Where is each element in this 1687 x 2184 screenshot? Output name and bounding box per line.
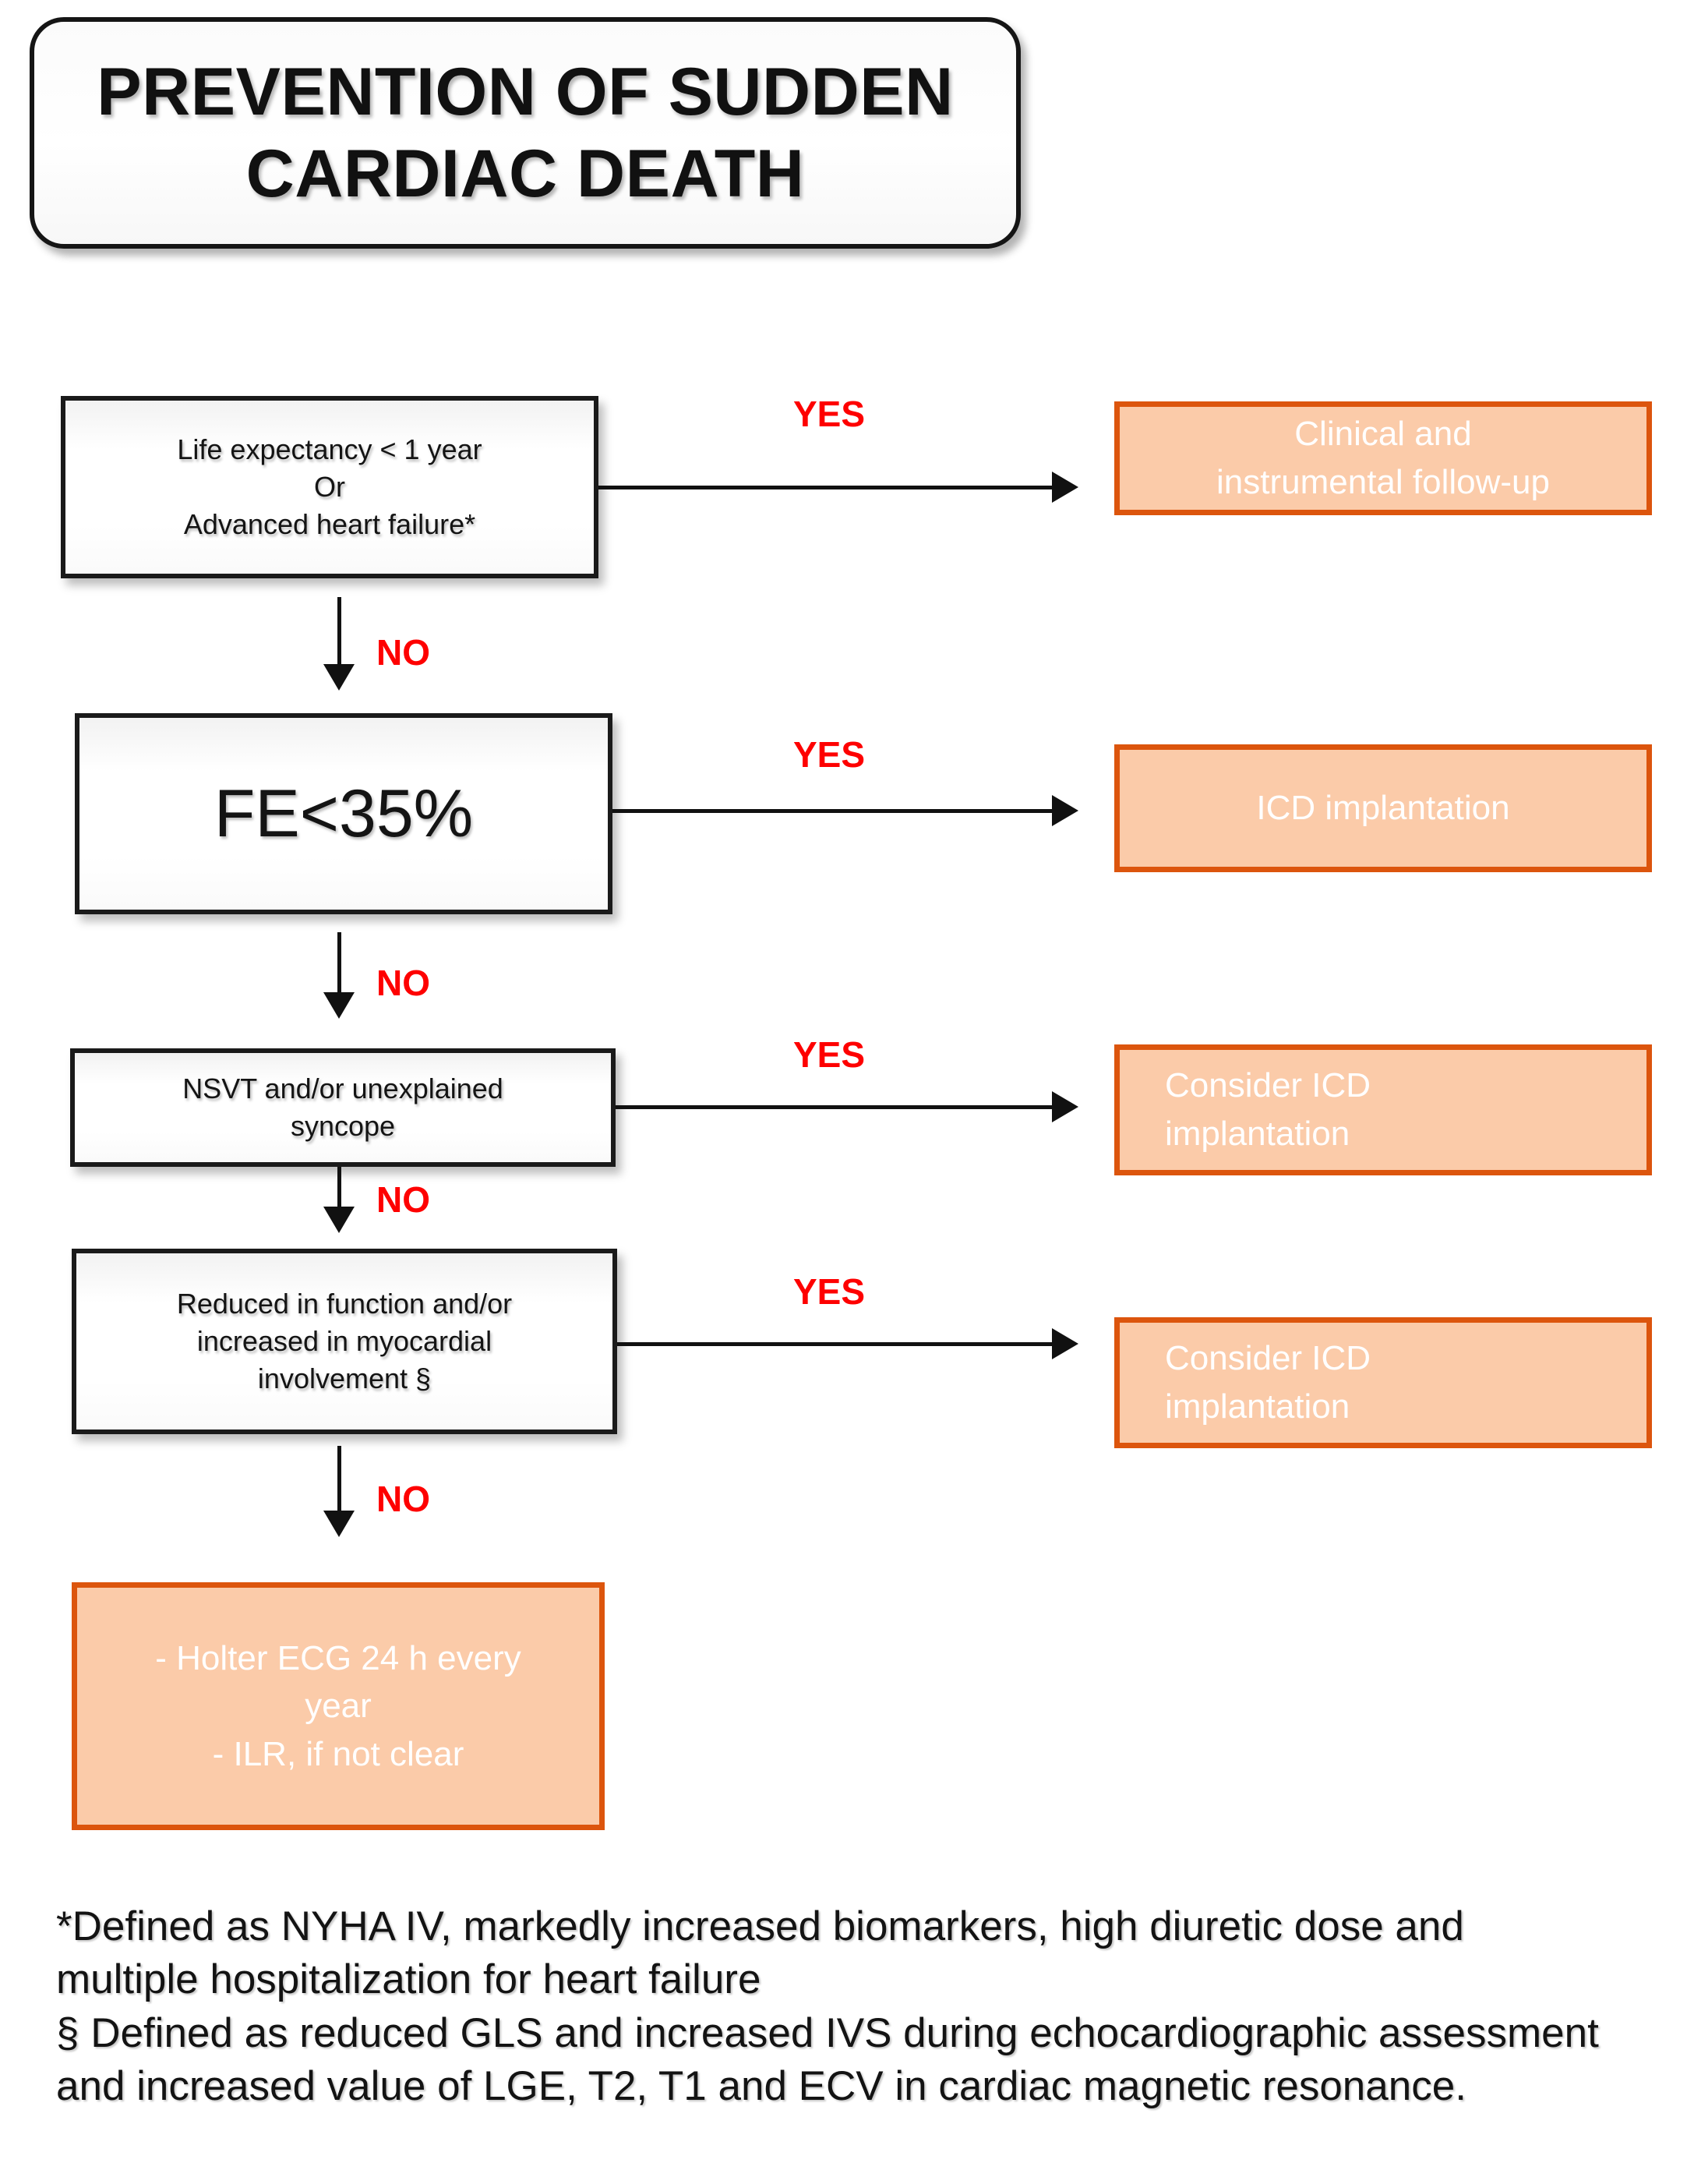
connector-no-arrowhead-1 (323, 664, 355, 691)
connector-yes-arrowhead-3 (1052, 1091, 1078, 1122)
connector-yes-line-4 (617, 1342, 1057, 1346)
decision-label-myocardial-involvement: Reduced in function and/or increased in … (176, 1288, 513, 1394)
branch-label-yes-3: YES (793, 1034, 866, 1075)
connector-yes-arrowhead-2 (1052, 795, 1078, 826)
outcome-label-consider-icd-2: Consider ICD implantation (1165, 1339, 1371, 1426)
page-title-box: PREVENTION OF SUDDEN CARDIAC DEATH (30, 17, 1021, 249)
footnote-asterisk: *Defined as NYHA IV, markedly increased … (56, 1903, 1464, 2003)
decision-box-myocardial-involvement[interactable]: Reduced in function and/or increased in … (72, 1249, 617, 1434)
outcome-label-consider-icd-1: Consider ICD implantation (1165, 1066, 1371, 1153)
connector-no-line-1 (337, 597, 341, 670)
branch-label-no-1: NO (376, 632, 430, 673)
page-title: PREVENTION OF SUDDEN CARDIAC DEATH (97, 54, 954, 211)
decision-box-nsvt-syncope[interactable]: NSVT and/or unexplained syncope (70, 1048, 616, 1167)
outcome-box-consider-icd-2[interactable]: Consider ICD implantation (1114, 1317, 1652, 1448)
outcome-box-consider-icd-1[interactable]: Consider ICD implantation (1114, 1044, 1652, 1175)
connector-no-arrowhead-3 (323, 1207, 355, 1233)
branch-label-yes-1: YES (793, 394, 866, 434)
connector-yes-line-2 (612, 809, 1057, 813)
outcome-label-icd-implantation: ICD implantation (1256, 789, 1510, 828)
branch-label-no-3: NO (376, 1179, 430, 1220)
footnote-section: § Defined as reduced GLS and increased I… (56, 2009, 1599, 2110)
decision-label-ejection-fraction: FE<35% (214, 776, 474, 851)
connector-no-line-4 (337, 1446, 341, 1518)
connector-no-line-3 (337, 1167, 341, 1214)
connector-yes-arrowhead-4 (1052, 1328, 1078, 1359)
decision-label-nsvt-syncope: NSVT and/or unexplained syncope (182, 1073, 503, 1142)
footnotes: *Defined as NYHA IV, markedly increased … (56, 1900, 1661, 2113)
decision-box-ejection-fraction[interactable]: FE<35% (75, 713, 612, 914)
decision-box-life-expectancy[interactable]: Life expectancy < 1 year Or Advanced hea… (61, 396, 598, 578)
connector-yes-line-1 (598, 486, 1057, 489)
connector-yes-line-3 (616, 1105, 1057, 1109)
outcome-box-holter-ilr[interactable]: - Holter ECG 24 h every year - ILR, if n… (72, 1582, 605, 1830)
connector-no-arrowhead-2 (323, 992, 355, 1019)
connector-no-line-2 (337, 932, 341, 998)
outcome-box-clinical-followup[interactable]: Clinical and instrumental follow-up (1114, 401, 1652, 515)
connector-no-arrowhead-4 (323, 1511, 355, 1537)
branch-label-no-2: NO (376, 963, 430, 1003)
outcome-box-icd-implantation[interactable]: ICD implantation (1114, 744, 1652, 872)
outcome-label-clinical-followup: Clinical and instrumental follow-up (1216, 415, 1550, 501)
outcome-label-holter-ilr: - Holter ECG 24 h every year - ILR, if n… (155, 1638, 521, 1773)
branch-label-yes-2: YES (793, 734, 866, 775)
branch-label-yes-4: YES (793, 1271, 866, 1312)
decision-label-life-expectancy: Life expectancy < 1 year Or Advanced hea… (177, 433, 482, 540)
branch-label-no-4: NO (376, 1479, 430, 1519)
connector-yes-arrowhead-1 (1052, 472, 1078, 503)
